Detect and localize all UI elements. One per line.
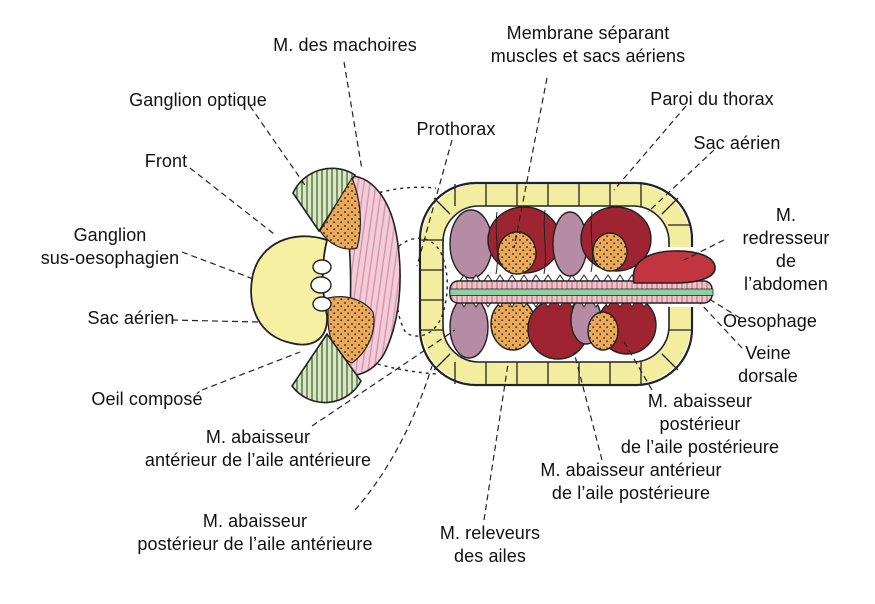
label-abaisseur-post-posterieure: M. abaisseur postérieur de l’aile postér… [620, 391, 780, 458]
label-sac-aerien-gauche: Sac aérien [87, 308, 175, 328]
label-sac-aerien-droit: Sac aérien [693, 133, 781, 153]
leader-oeil-compose [201, 351, 301, 391]
label-oesophage: Oesophage [723, 311, 817, 331]
label-prothorax: Prothorax [416, 119, 496, 139]
leader-sac-aerien-gauche [171, 319, 259, 323]
leader-paroi-thorax [613, 105, 687, 191]
leader-releveurs [483, 363, 509, 521]
front-region-shape [319, 176, 361, 250]
muscle-membranes [495, 209, 593, 275]
compound-eye-shape [291, 332, 362, 404]
leader-abaisseur-ant-post [573, 351, 603, 461]
leader-membrane [513, 77, 548, 249]
label-abaisseur-ant-posterieure: M. abaisseur antérieur de l’aile postéri… [540, 460, 722, 504]
label-ganglion-optique: Ganglion optique [129, 90, 267, 110]
head-section [250, 167, 401, 404]
label-ganglion-sus-oesophagien: Ganglion sus-oesophagien [40, 225, 180, 269]
leader-machoires [343, 61, 363, 171]
optic-ganglion-shape [292, 167, 357, 233]
supraesophageal-ganglion-shape [250, 235, 329, 346]
leader-abaisseur-post-ant [354, 365, 433, 511]
thorax-section [418, 181, 716, 387]
leader-prothorax [416, 139, 453, 267]
leader-ganglion-sus [181, 251, 257, 281]
label-paroi-thorax: Paroi du thorax [650, 89, 774, 109]
leader-veine-dorsale [699, 302, 743, 349]
label-redresseur-abdomen: M. redresseur de l’abdomen [742, 205, 830, 295]
leader-lines [171, 61, 743, 521]
leader-front [189, 167, 275, 235]
leader-abaisseur-ant-ant [311, 329, 456, 427]
label-machoires: M. des machoires [273, 35, 417, 55]
air-sac-wall-ticks [421, 184, 691, 384]
label-veine-dorsale: Veine dorsale [738, 343, 798, 387]
label-membrane: Membrane séparant muscles et sacs aérien… [490, 23, 686, 67]
label-oeil-compose: Oeil composé [91, 389, 203, 409]
flight-muscles [449, 206, 657, 360]
leader-oesophage [705, 296, 741, 319]
label-releveurs-ailes: M. releveurs des ailes [439, 523, 541, 567]
label-abaisseur-ant-anterieure: M. abaisseur antérieur de l’aile antérie… [144, 427, 372, 471]
label-front: Front [144, 151, 188, 171]
leader-redresseur [683, 239, 725, 261]
abdomen-raiser-muscle [632, 250, 716, 284]
esophagus-passage-circles [310, 259, 332, 312]
leader-sac-aerien-droit [647, 149, 715, 213]
label-abaisseur-post-anterieure: M. abaisseur postérieur de l’aile antéri… [137, 511, 373, 555]
leader-ganglion-optique [249, 105, 308, 189]
dorsal-vein [449, 288, 714, 296]
leader-abaisseur-post-post [621, 337, 653, 391]
